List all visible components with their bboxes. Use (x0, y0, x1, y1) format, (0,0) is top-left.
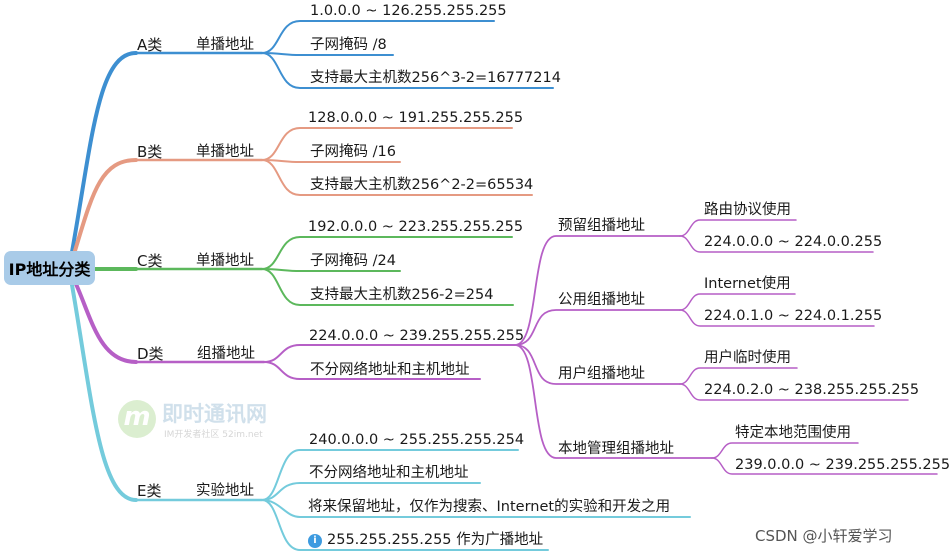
category-a-name: A类 (137, 36, 163, 54)
multicast-group-public: 公用组播地址 (558, 292, 645, 308)
category-d-name: D类 (137, 345, 164, 363)
category-a-hosts: 支持最大主机数256^3-2=16777214 (310, 70, 561, 86)
branch-b-lines (72, 127, 533, 256)
category-b-name: B类 (137, 143, 163, 161)
category-b-range: 128.0.0.0 ~ 191.255.255.255 (308, 110, 524, 126)
category-b-mask: 子网掩码 /16 (310, 144, 396, 160)
watermark-subtitle: IM开发者社区 52im.net (164, 430, 263, 440)
branch-c-lines (93, 236, 514, 306)
credit-label: CSDN @小轩爱学习 (755, 527, 893, 545)
category-c-hosts: 支持最大主机数256-2=254 (310, 287, 494, 303)
branch-d-lines (74, 219, 938, 475)
category-a-mask: 子网掩码 /8 (310, 37, 387, 53)
category-b-hosts: 支持最大主机数256^2-2=65534 (310, 177, 534, 193)
category-c-range: 192.0.0.0 ~ 223.255.255.255 (308, 219, 524, 235)
multicast-group-reserved: 预留组播地址 (558, 218, 645, 234)
category-c-mask: 子网掩码 /24 (310, 253, 396, 269)
category-a-range: 1.0.0.0 ~ 126.255.255.255 (310, 3, 507, 19)
category-e-range: 240.0.0.0 ~ 255.255.255.254 (309, 432, 525, 448)
multicast-group-user: 用户组播地址 (558, 366, 645, 382)
watermark-title: 即时通讯网 (162, 402, 267, 426)
watermark-logo: m (118, 400, 156, 438)
category-e-reserved: 将来保留地址，仅作为搜索、Internet的实验和开发之用 (308, 499, 671, 515)
multicast-user-range: 224.0.2.0 ~ 238.255.255.255 (704, 382, 920, 398)
category-d-note: 不分网络地址和主机地址 (310, 362, 470, 378)
multicast-reserved-range: 224.0.0.0 ~ 224.0.0.255 (704, 234, 883, 250)
category-d-type: 组播地址 (197, 346, 255, 362)
branch-a-lines (70, 20, 554, 254)
root-node: IP地址分类 (4, 251, 95, 285)
category-e-broadcast-text: 255.255.255.255 作为广播地址 (327, 532, 544, 548)
category-e-type: 实验地址 (196, 483, 254, 499)
category-c-type: 单播地址 (196, 253, 254, 269)
category-d-range: 224.0.0.0 ~ 239.255.255.255 (309, 328, 525, 344)
multicast-reserved-use: 路由协议使用 (704, 202, 791, 218)
category-c-name: C类 (137, 252, 163, 270)
multicast-public-range: 224.0.1.0 ~ 224.0.1.255 (704, 308, 883, 324)
multicast-local-range: 239.0.0.0 ~ 239.255.255.255 (735, 457, 950, 473)
multicast-group-local: 本地管理组播地址 (558, 441, 674, 457)
category-b-type: 单播地址 (196, 144, 254, 160)
info-icon: i (308, 534, 322, 548)
category-e-broadcast: i 255.255.255.255 作为广播地址 (308, 531, 543, 549)
category-e-name: E类 (137, 482, 162, 500)
branch-e-lines (70, 283, 691, 551)
multicast-public-use: Internet使用 (704, 276, 791, 292)
multicast-local-use: 特定本地范围使用 (735, 425, 851, 441)
multicast-user-use: 用户临时使用 (704, 350, 791, 366)
category-e-note: 不分网络地址和主机地址 (309, 465, 469, 481)
category-a-type: 单播地址 (196, 37, 254, 53)
